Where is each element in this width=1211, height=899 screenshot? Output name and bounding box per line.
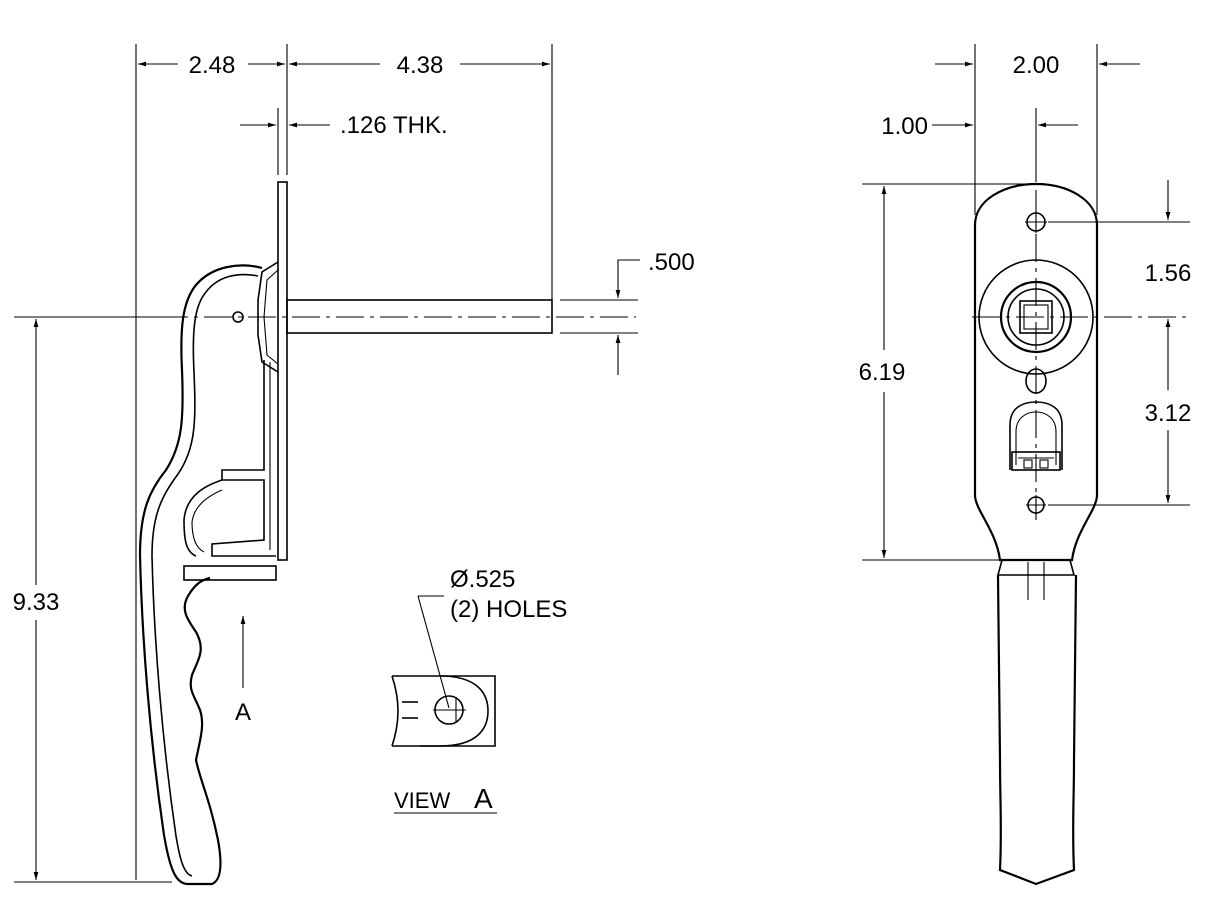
front-handle-outline bbox=[996, 574, 1078, 886]
hole-diameter-note: Ø.525 bbox=[450, 566, 515, 593]
view-arrow-label: A bbox=[235, 699, 251, 726]
hub-outer-ring bbox=[978, 259, 1094, 375]
dim-upper-hole: 1.56 bbox=[1145, 260, 1192, 287]
leader-line bbox=[417, 595, 450, 709]
side-view: 2.48 4.38 .126 THK. .500 9.33 bbox=[13, 44, 695, 886]
latch-detail-right bbox=[1039, 459, 1049, 469]
dim-plate-height: 6.19 bbox=[859, 359, 906, 386]
handle-outer-contour bbox=[138, 264, 263, 886]
dim-width: 2.00 bbox=[1013, 52, 1060, 79]
square-drive bbox=[1019, 300, 1053, 334]
dim-thickness: .126 THK. bbox=[340, 112, 448, 139]
hole-count-note: (2) HOLES bbox=[450, 596, 567, 623]
dim-lower-hole: 3.12 bbox=[1145, 400, 1192, 427]
pivot-hole bbox=[232, 311, 244, 323]
dim-overall-height: 9.33 bbox=[13, 589, 60, 616]
dim-arrow-500-top bbox=[615, 259, 640, 298]
latch-slot-outer bbox=[1009, 401, 1063, 470]
handle-cavity-inner bbox=[191, 489, 223, 553]
hub-middle-ring bbox=[999, 280, 1073, 354]
dim-half-width: 1.00 bbox=[881, 113, 928, 140]
latch-detail-left bbox=[1023, 459, 1033, 469]
latch-slot-inner bbox=[1015, 411, 1057, 465]
stop-tab bbox=[183, 565, 277, 581]
view-a: Ø.525 (2) HOLES VIEW A bbox=[391, 566, 567, 814]
dim-shaft-length: 4.38 bbox=[397, 52, 444, 79]
latch-block bbox=[1011, 451, 1061, 471]
front-plate-outline bbox=[973, 182, 1099, 562]
plate-boss-inner bbox=[263, 269, 279, 365]
front-view: 2.00 1.00 6.19 1.56 3.12 bbox=[859, 44, 1192, 886]
lower-oval-hole bbox=[1025, 368, 1047, 394]
view-a-title-prefix: VIEW bbox=[394, 788, 450, 813]
shaft bbox=[286, 299, 553, 334]
dim-shaft-diameter: .500 bbox=[648, 249, 695, 276]
handle-inner-contour bbox=[151, 273, 259, 877]
inner-bracket bbox=[211, 360, 276, 557]
hub-inner-ring bbox=[1007, 288, 1065, 346]
mounting-plate bbox=[277, 181, 288, 561]
view-a-break-line bbox=[391, 675, 399, 747]
handle-cavity bbox=[183, 479, 223, 557]
view-a-lobe bbox=[420, 675, 489, 747]
view-a-title-letter: A bbox=[474, 783, 493, 814]
square-drive-inner bbox=[1023, 304, 1049, 330]
dim-left-width: 2.48 bbox=[189, 52, 236, 79]
handle-hinge bbox=[996, 559, 1076, 576]
